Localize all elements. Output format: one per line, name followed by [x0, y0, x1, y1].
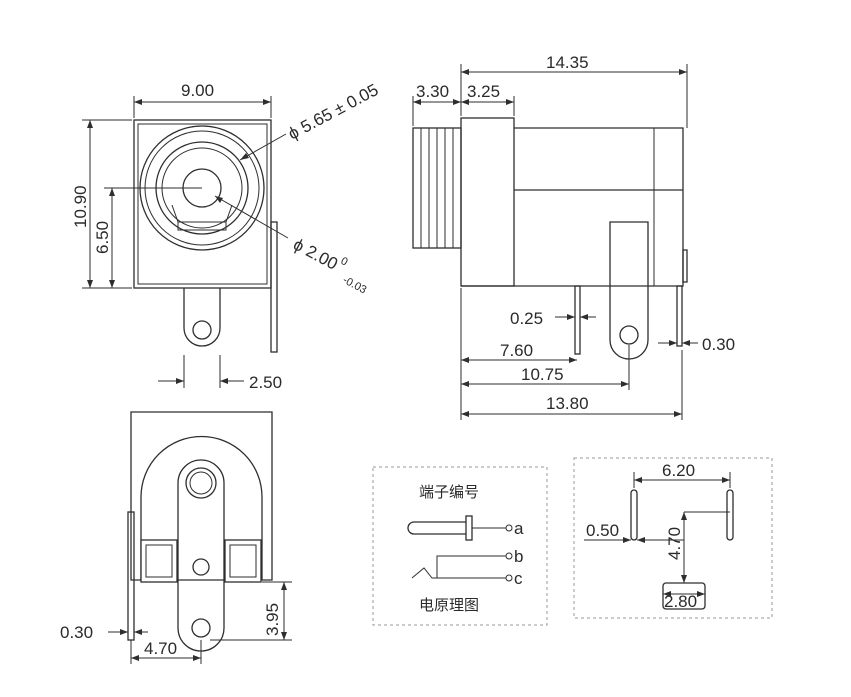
terminal-c-label: c: [514, 569, 523, 588]
side-pin-2: [676, 285, 683, 347]
side-lug-hole: [619, 325, 639, 345]
side-view: 14.35 3.30 3.25 0.25 0.30 7.60: [412, 53, 735, 420]
schematic-caption: 电原理图: [419, 596, 479, 614]
front-pin-diameter-label: ϕ 2.00: [290, 235, 341, 274]
side-pin-pos-label: 7.60: [500, 341, 533, 360]
pcb-layout-box: 6.20 0.50 4.70 2.80: [573, 457, 773, 619]
front-lug-offset-label: 2.50: [249, 373, 282, 392]
front-height-label: 10.90: [71, 185, 90, 228]
bottom-pin-spacing-label: 4.70: [144, 639, 177, 658]
front-view: 9.00 10.90 6.50 ϕ 5.65 ± 0.05 ϕ 2.00 0 -…: [71, 80, 381, 392]
pcb-span-label: 6.20: [662, 461, 695, 480]
schematic-plug: [407, 521, 466, 535]
side-flange: [460, 117, 515, 287]
schematic-switch-c: [411, 567, 506, 579]
bottom-view: 0.30 4.70 3.95: [60, 411, 292, 664]
side-length-label: 14.35: [546, 53, 589, 72]
side-pin-1: [574, 285, 581, 355]
pcb-vertical-label: 4.70: [665, 527, 684, 560]
side-thread-label: 3.30: [416, 82, 449, 101]
side-lug: [609, 221, 649, 360]
bottom-pad-left: [140, 539, 178, 583]
bottom-lug-height-label: 3.95: [263, 603, 282, 636]
front-width-label: 9.00: [181, 81, 214, 100]
side-tab: [682, 249, 688, 283]
front-body: [133, 119, 272, 289]
schematic-line-b: [436, 555, 506, 578]
bottom-lug: [177, 459, 225, 652]
terminal-b-label: b: [514, 547, 523, 566]
bottom-lug-hole-top: [185, 467, 217, 499]
front-contact-spring: [171, 204, 233, 231]
schematic-box: 端子编号 a b c 电原理图: [372, 466, 548, 626]
schematic-title: 端子编号: [419, 483, 479, 501]
pcb-slot-width-label: 0.50: [586, 521, 619, 540]
bottom-lug-hole-mid: [192, 558, 210, 576]
bottom-pad-right: [224, 539, 262, 583]
front-bottom-lug: [183, 288, 221, 347]
front-center-height-label: 6.50: [93, 221, 112, 254]
pcb-slot-length-label: 2.80: [664, 592, 697, 611]
bottom-thickness-label: 0.30: [60, 623, 93, 642]
front-outer-diameter-label: ϕ 5.65 ± 0.05: [285, 80, 382, 143]
side-pin-width-label: 0.25: [510, 309, 543, 328]
pcb-slot-right: [726, 489, 734, 541]
pcb-slot-left: [630, 489, 638, 541]
front-lug-hole: [192, 320, 212, 340]
bottom-arch: [140, 435, 263, 580]
front-pin-tol-upper: 0: [339, 255, 350, 268]
terminal-a-label: a: [514, 519, 524, 538]
side-lug-pos-label: 10.75: [521, 365, 564, 384]
front-side-lug: [270, 221, 278, 353]
side-body: [461, 127, 684, 287]
side-lug-thickness-label: 0.30: [702, 335, 735, 354]
front-body-inner: [137, 123, 268, 285]
bottom-lug-hole-bot: [191, 618, 211, 638]
side-body-length-label: 13.80: [546, 394, 589, 413]
front-pin-tol-lower: -0.03: [341, 274, 369, 296]
side-flange-label: 3.25: [467, 82, 500, 101]
